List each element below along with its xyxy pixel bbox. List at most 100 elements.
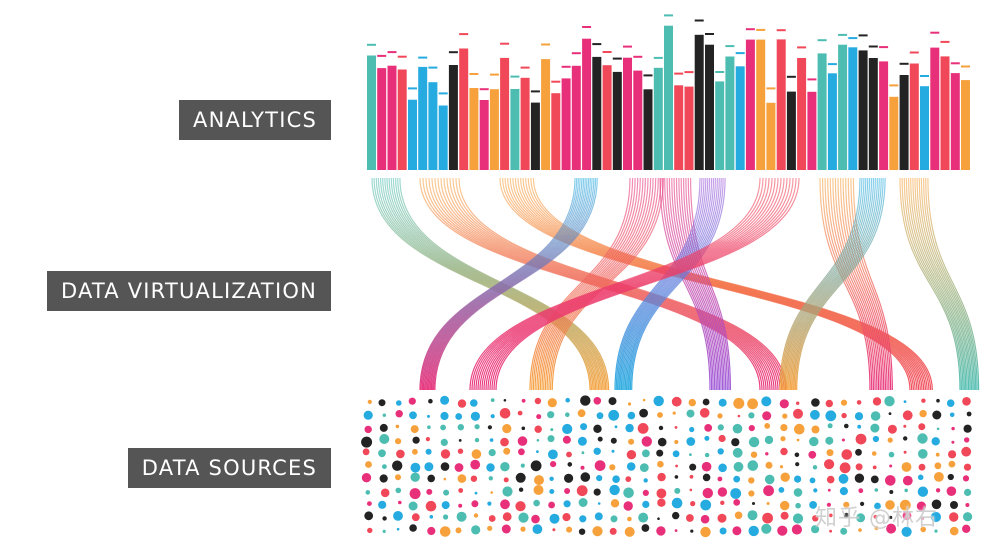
flow-line [834,177,881,391]
source-dot [610,499,620,508]
source-dot [578,528,586,535]
source-dot [919,409,927,418]
source-dot [888,451,895,458]
source-dot [870,411,881,421]
source-dot [858,528,862,532]
flow-line [493,177,797,391]
source-dot [641,436,652,447]
source-dot [410,425,419,434]
analytics-bar [715,81,725,170]
source-dot [777,525,788,536]
bar-cap [961,65,970,68]
source-dot [637,423,649,434]
flow-line [428,177,590,391]
source-dot [536,414,542,420]
source-dot [827,488,831,492]
source-dot [518,448,525,456]
bar-cap [367,43,376,46]
source-dot [503,447,511,455]
source-dot [812,465,818,470]
flow-line [901,177,962,391]
source-dot [531,514,540,524]
source-dot [579,515,587,523]
flow-line [622,177,713,391]
source-dot [671,497,683,509]
source-dot [949,526,959,536]
bar-cap [827,63,837,66]
flow-line [787,177,873,391]
source-dot [748,477,755,484]
bar-cap [530,90,540,93]
flow-line [477,177,773,391]
source-dot [764,423,771,429]
source-dot [733,475,741,483]
flow-line [927,177,980,391]
flow-line [916,177,972,391]
flow-line [905,177,965,391]
flow-line [793,177,882,391]
flow-line [386,177,601,391]
source-dot [454,463,464,472]
source-dot [639,463,649,472]
source-dot [639,408,648,418]
source-dot [857,424,862,429]
source-dot [471,525,481,535]
source-dot [748,490,755,497]
source-dot [596,412,604,420]
source-dot [549,489,555,494]
source-dot [515,501,526,512]
source-dot [934,529,938,533]
source-dot [920,526,926,533]
source-dot [719,527,727,535]
source-dot [499,408,511,419]
bar-cap [397,55,407,58]
flow-line [420,177,578,391]
source-dot [455,413,463,420]
source-dot [838,473,849,484]
source-dot [747,510,758,521]
source-dot [610,515,618,523]
source-dot [580,472,591,482]
source-dot [813,488,818,493]
source-dot [826,475,835,484]
source-dot [702,473,711,482]
source-dot [517,410,523,416]
bar-cap [448,51,458,54]
source-dot [966,411,972,417]
source-dot [577,409,586,418]
bar-cap [438,92,448,95]
source-dot [732,447,743,458]
analytics-bar [817,53,827,170]
flow-line [532,177,933,391]
analytics-bar [612,71,622,170]
bar-cap [715,71,725,73]
analytics-bar [418,66,428,170]
source-dot [594,512,603,521]
source-dot [458,503,463,508]
flow-line [910,177,968,391]
source-dot [548,501,555,509]
watermark-text: 知乎 @林右 [815,506,938,531]
source-dot [935,452,940,457]
analytics-bar [961,80,970,170]
bar-baseline [367,170,970,172]
flow-line [850,177,892,391]
source-dot [761,523,772,534]
flow-line [419,177,576,391]
source-dot [425,437,430,442]
source-dot [395,424,400,429]
source-dot [854,473,865,483]
source-dot [596,475,603,482]
flow-line [794,177,884,391]
source-dot [628,438,635,445]
source-dot [961,446,972,457]
bar-cap [561,65,571,68]
source-dot [412,436,420,444]
source-dot [889,490,894,494]
source-dot [792,513,804,524]
source-dot [623,487,634,499]
source-dot [443,514,449,520]
flow-line [551,177,664,391]
flow-line [615,177,703,391]
source-dot [593,447,601,455]
